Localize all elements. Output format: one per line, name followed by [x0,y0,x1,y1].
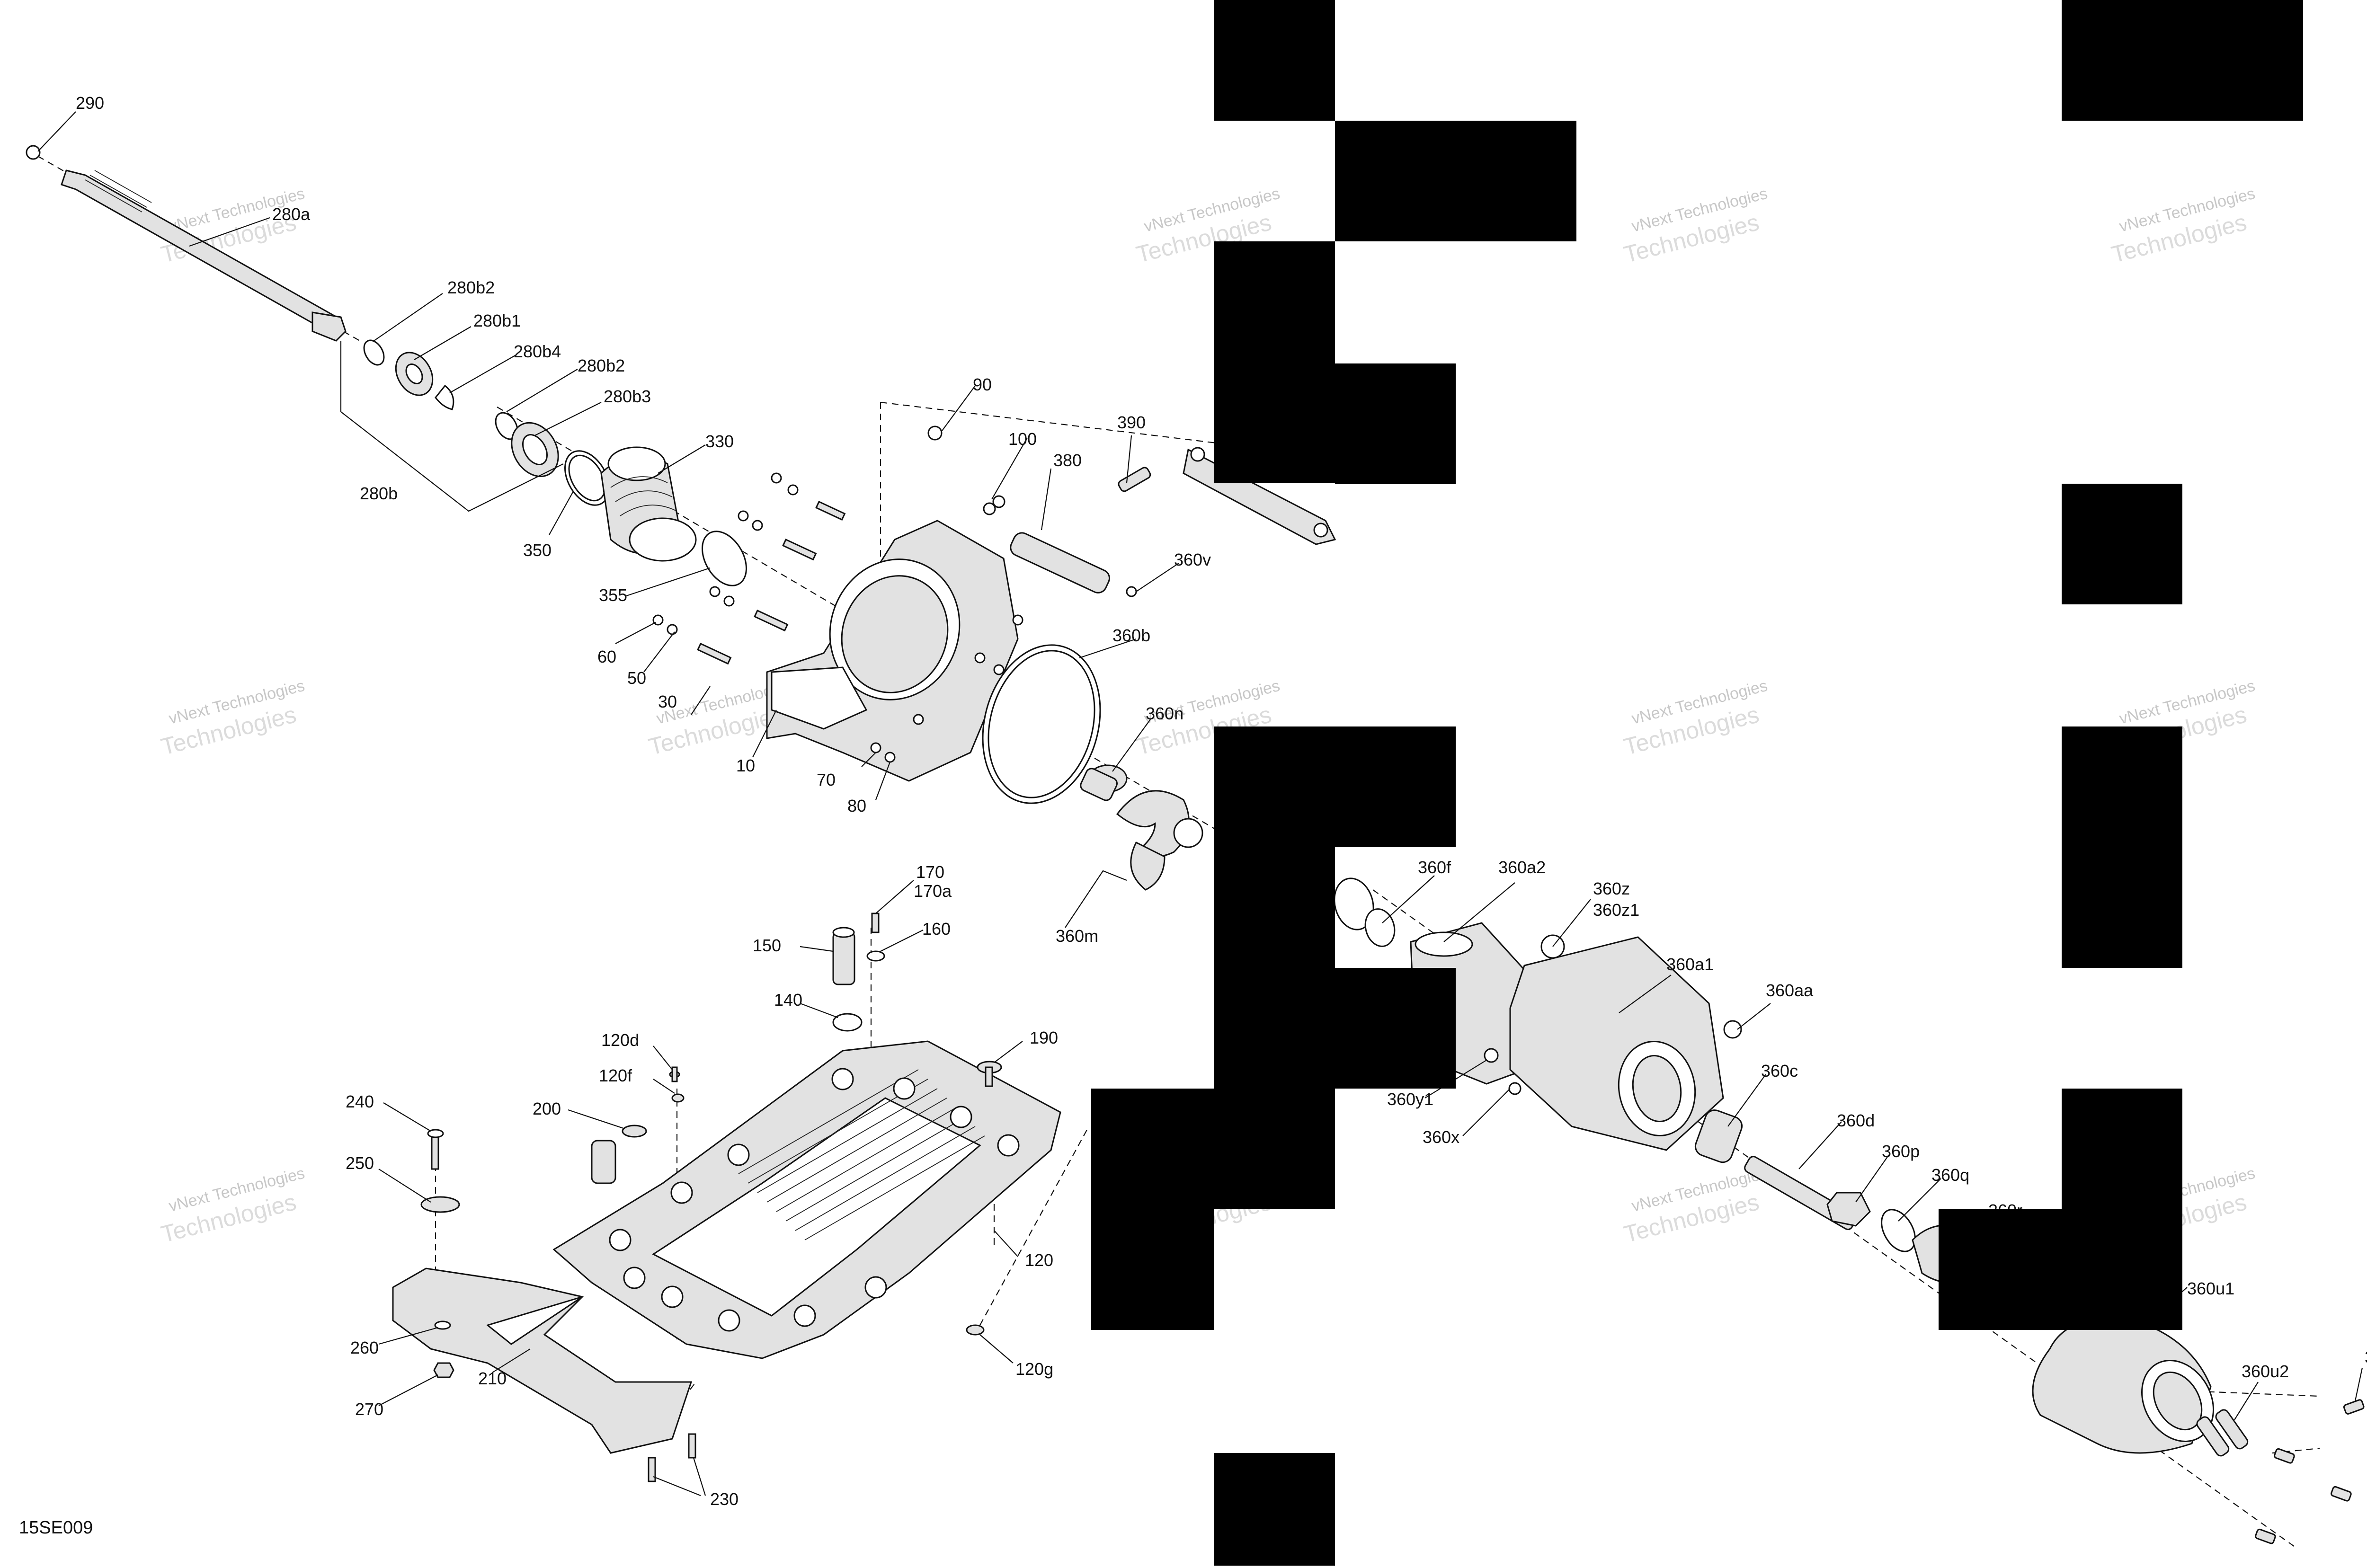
callout-360m: 360m [1056,926,1098,946]
callout-280b4: 280b4 [514,342,561,361]
nozzle [2032,1318,2365,1544]
callout-160: 160 [922,919,951,939]
callout-360u2: 360u2 [2242,1362,2289,1381]
callout-360a2: 360a2 [1498,858,1546,877]
callout-360v: 360v [1174,550,1211,569]
callout-330: 330 [705,432,734,451]
callout-360f: 360f [1418,858,1451,877]
fin-assembly [392,1129,696,1482]
callout-80: 80 [847,796,866,815]
callout-280b: 280b [360,484,398,503]
impeller-group [1080,764,1203,891]
callout-90: 90 [973,375,992,394]
callout-240: 240 [346,1092,374,1111]
callout-355: 355 [599,585,627,605]
callout-200: 200 [533,1099,561,1118]
callout-100: 100 [1008,429,1037,449]
callout-360n: 360n [1146,704,1184,723]
pump-housing [766,520,1019,782]
callout-290: 290 [76,93,104,113]
callout-360aa: 360aa [1766,981,1814,1000]
figure-reference-code: 15SE009 [19,1518,93,1538]
drive-shaft [26,145,347,342]
shaft-seal-group [363,339,610,506]
callout-170: 170 [916,862,944,882]
callout-190: 190 [1030,1028,1058,1047]
callout-60: 60 [597,647,616,666]
callout-280b3: 280b3 [604,387,651,406]
callout-360z: 360z [1593,879,1630,898]
leader-lines [37,111,2363,1497]
callout-360p: 360p [1882,1142,1920,1161]
boot [600,446,697,562]
callout-70: 70 [817,770,836,789]
callout-380: 380 [1053,451,1082,470]
ride-plate [552,1040,1061,1359]
callout-360x: 360x [1423,1127,1459,1147]
callout-50: 50 [627,668,646,688]
callout-10: 10 [736,756,755,775]
callout-120f: 120f [599,1066,632,1085]
callout-150: 150 [753,936,781,955]
clamp-ring [702,531,747,586]
callout-360c: 360c [1761,1061,1798,1081]
callout-30: 30 [658,692,677,711]
redaction-blocks [1091,0,2303,1566]
callout-280a: 280a [272,204,311,224]
callout-210: 210 [478,1369,507,1388]
fasteners-housing [652,472,1023,763]
callout-360z1: 360z1 [1593,900,1639,920]
callout-390: 390 [1117,413,1146,432]
callout-280b2: 280b2 [578,356,625,375]
callout-280b1: 280b1 [473,311,521,330]
callout-250: 250 [346,1153,374,1173]
callout-120d: 120d [601,1030,639,1050]
callout-270: 270 [355,1400,383,1419]
callout-350: 350 [523,540,552,560]
callout-360q: 360q [1931,1165,1969,1185]
callout-260: 260 [350,1338,379,1357]
callout-360a1: 360a1 [1666,955,1714,974]
ride-plate-fittings [591,912,1002,1336]
callout-170a: 170a [914,881,952,901]
callout-230: 230 [710,1489,739,1509]
callout-labels: 290 280a 280b2 280b1 280b4 280b2 280b3 2… [76,93,2367,1509]
callout-360d: 360d [1837,1111,1875,1130]
callout-360b: 360b [1112,626,1150,645]
callout-140: 140 [774,990,802,1010]
callout-120g: 120g [1015,1359,1053,1379]
callout-360y1: 360y1 [1387,1090,1433,1109]
callout-120: 120 [1025,1250,1053,1270]
callout-360w: 360w [2365,1347,2367,1367]
callout-280b2: 280b2 [447,278,495,297]
callout-360u1: 360u1 [2187,1279,2234,1298]
housing-seal-ring [982,644,1101,804]
